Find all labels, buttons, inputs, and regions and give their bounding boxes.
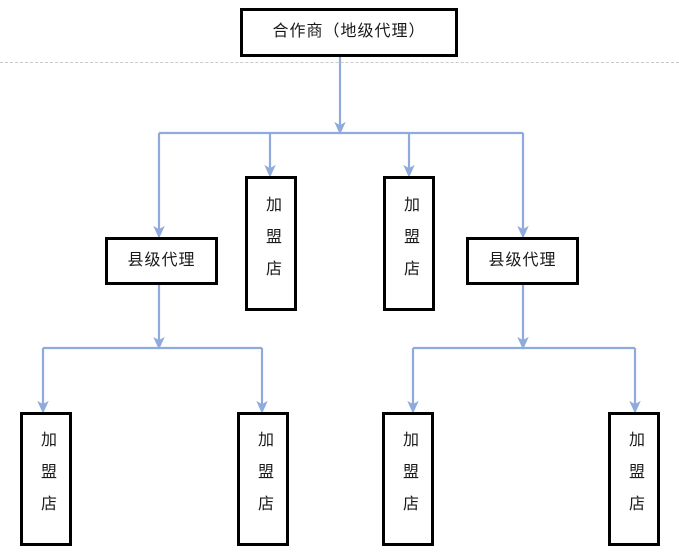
node-franchise-store-3[interactable]: 加盟店 xyxy=(382,412,434,546)
node-franchise-store-2[interactable]: 加盟店 xyxy=(237,412,289,546)
node-label: 县级代理 xyxy=(127,251,196,269)
node-franchise-store-mid-b[interactable]: 加盟店 xyxy=(383,176,435,311)
node-county-agent-left[interactable]: 县级代理 xyxy=(105,237,218,285)
node-label: 加盟店 xyxy=(400,431,417,527)
page-section-divider xyxy=(0,62,679,63)
node-label: 加盟店 xyxy=(626,431,643,527)
node-label: 合作商（地级代理） xyxy=(272,23,426,41)
node-franchise-store-4[interactable]: 加盟店 xyxy=(608,412,660,546)
node-label: 加盟店 xyxy=(38,431,55,527)
node-label: 加盟店 xyxy=(401,195,418,292)
node-label: 加盟店 xyxy=(263,195,280,292)
node-partner-city-agent[interactable]: 合作商（地级代理） xyxy=(240,8,458,57)
node-label: 加盟店 xyxy=(255,431,272,527)
node-franchise-store-mid-a[interactable]: 加盟店 xyxy=(245,176,297,311)
node-county-agent-right[interactable]: 县级代理 xyxy=(466,237,579,285)
node-label: 县级代理 xyxy=(488,251,557,269)
node-franchise-store-1[interactable]: 加盟店 xyxy=(20,412,72,546)
